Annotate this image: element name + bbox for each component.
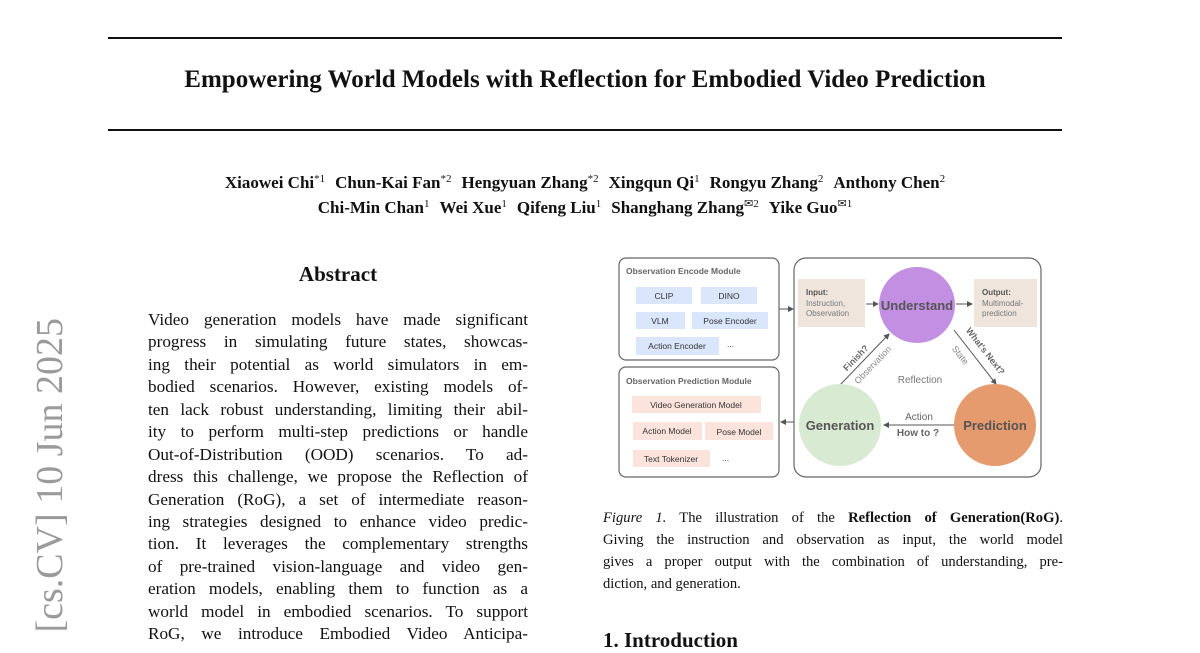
author-affiliation: *2 bbox=[587, 173, 599, 185]
abstract-line: dress this challenge, we propose the Ref… bbox=[148, 467, 528, 487]
abstract-line: eration models, enabling them to functio… bbox=[148, 579, 528, 599]
input-line1: Instruction, bbox=[806, 299, 845, 308]
author-name: Chun-Kai Fan bbox=[335, 173, 441, 192]
generation-node bbox=[799, 384, 881, 466]
abstract-line: progress in simulating future states, sh… bbox=[148, 332, 528, 352]
abstract-line: of pre-trained vision-language and video… bbox=[148, 556, 528, 576]
abstract-line: world model in embodied scenarios. To su… bbox=[148, 601, 528, 621]
pose-model: Pose Model bbox=[717, 427, 762, 437]
caption-text: The illustration of the bbox=[679, 510, 835, 526]
author-affiliation: 1 bbox=[694, 173, 700, 185]
abstract-line: ten lack robust understanding, limiting … bbox=[148, 399, 528, 419]
author-affiliation: 2 bbox=[817, 173, 824, 185]
input-label: Input: bbox=[806, 288, 828, 297]
author-name: Hengyuan Zhang bbox=[461, 173, 588, 192]
prediction-node bbox=[954, 384, 1036, 466]
output-line1: Multimodal- bbox=[982, 299, 1024, 308]
predictor-more: ... bbox=[722, 453, 729, 463]
caption-line: diction, and generation. bbox=[603, 576, 741, 592]
prediction-module-title: Observation Prediction Module bbox=[626, 376, 752, 386]
author-name: Wei Xue bbox=[439, 198, 502, 217]
author-name: Chi-Min Chan bbox=[317, 198, 425, 217]
author-name: Qifeng Liu bbox=[516, 198, 596, 217]
arxiv-stamp: [cs.CV] 10 Jun 2025 bbox=[29, 318, 71, 633]
author-affiliation: ✉2 bbox=[744, 198, 759, 210]
observation-encode-module: Observation Encode Module CLIP DINO VLM … bbox=[618, 257, 780, 361]
abstract-line: bodied scenarios. However, existing mode… bbox=[148, 377, 528, 397]
understand-label: Understand bbox=[881, 298, 953, 313]
video-generation-model: Video Generation Model bbox=[650, 400, 742, 410]
encoder-pose: Pose Encoder bbox=[703, 316, 757, 326]
generation-label: Generation bbox=[806, 418, 875, 433]
author-affiliation: 1 bbox=[595, 198, 602, 210]
encode-module-title: Observation Encode Module bbox=[626, 266, 741, 276]
author: Chun-Kai Fan*2 bbox=[335, 173, 451, 192]
abstract-line: Generation (RoG), a set of intermediate … bbox=[148, 489, 528, 509]
author-name: Xiaowei Chi bbox=[224, 173, 315, 192]
author: Qifeng Liu1 bbox=[517, 198, 601, 217]
figure-1: Observation Encode Module CLIP DINO VLM … bbox=[615, 255, 1075, 485]
author: Anthony Chen2 bbox=[833, 173, 945, 192]
action-model: Action Model bbox=[642, 426, 691, 436]
author: Chi-Min Chan1 bbox=[318, 198, 430, 217]
abstract-line: ity to perform multi-step predictions or… bbox=[148, 422, 528, 442]
top-rule bbox=[108, 37, 1062, 39]
author: Hengyuan Zhang*2 bbox=[461, 173, 598, 192]
author-affiliation: 1 bbox=[501, 198, 507, 210]
abstract-body: Video generation models have made signif… bbox=[148, 309, 528, 646]
reflection-label: Reflection bbox=[898, 375, 942, 386]
encoder-more: ... bbox=[727, 339, 734, 349]
encoder-action: Action Encoder bbox=[648, 341, 706, 351]
abstract-line: tion. It leverages the complementary str… bbox=[148, 534, 528, 554]
encoder-clip: CLIP bbox=[655, 291, 674, 301]
abstract-line: Out-of-Distribution (OOD) scenarios. To … bbox=[148, 444, 528, 464]
action-label: Action bbox=[905, 412, 933, 423]
prediction-label: Prediction bbox=[963, 418, 1027, 433]
abstract-line: ing their potential as world simulators … bbox=[148, 354, 528, 374]
author-name: Xingqun Qi bbox=[608, 173, 695, 192]
author-affiliation: 1 bbox=[424, 198, 430, 210]
encoder-vlm: VLM bbox=[651, 316, 668, 326]
abstract-line: RoG, we introduce Embodied Video Anticip… bbox=[148, 624, 528, 644]
abstract-line: Video generation models have made signif… bbox=[148, 310, 528, 329]
caption-label: Figure 1. bbox=[603, 510, 667, 526]
author-affiliation: ✉1 bbox=[837, 198, 853, 210]
caption-line: Giving the instruction and observation a… bbox=[603, 532, 1063, 548]
section-heading-introduction: 1. Introduction bbox=[603, 628, 738, 652]
author: Wei Xue1 bbox=[440, 198, 507, 217]
author: Xiaowei Chi*1 bbox=[225, 173, 325, 192]
author-affiliation: *1 bbox=[314, 173, 326, 185]
author-affiliation: 2 bbox=[939, 173, 946, 185]
text-tokenizer: Text Tokenizer bbox=[644, 454, 698, 464]
caption-line: gives a proper output with the combinati… bbox=[603, 554, 1063, 570]
figure-caption: Figure 1. The illustration of the Reflec… bbox=[603, 507, 1063, 595]
encoder-dino: DINO bbox=[718, 291, 740, 301]
how-to-label: How to ? bbox=[897, 428, 939, 439]
understand-node bbox=[879, 267, 955, 343]
reflection-loop-panel: Input: Instruction, Observation Output: … bbox=[793, 257, 1042, 478]
input-line2: Observation bbox=[806, 309, 849, 318]
abstract-line: ing strategies designed to enhance video… bbox=[148, 511, 528, 531]
author-affiliation: *2 bbox=[440, 173, 452, 185]
abstract-heading: Abstract bbox=[298, 262, 378, 286]
caption-bold: Reflection of Generation(RoG) bbox=[848, 510, 1060, 526]
author: Shanghang Zhang✉2 bbox=[611, 198, 759, 217]
paper-title: Empowering World Models with Reflection … bbox=[184, 66, 986, 93]
author: Xingqun Qi1 bbox=[609, 173, 700, 192]
author-name: Rongyu Zhang bbox=[709, 173, 818, 192]
author: Rongyu Zhang2 bbox=[710, 173, 824, 192]
caption-period: . bbox=[1059, 510, 1063, 526]
author: Yike Guo✉1 bbox=[769, 198, 853, 217]
title-bottom-rule bbox=[108, 129, 1062, 131]
author-name: Anthony Chen bbox=[833, 173, 940, 192]
author-name: Yike Guo bbox=[768, 198, 838, 217]
output-label: Output: bbox=[982, 288, 1011, 297]
author-name: Shanghang Zhang bbox=[611, 198, 745, 217]
output-line2: prediction bbox=[982, 309, 1017, 318]
observation-prediction-module: Observation Prediction Module Video Gene… bbox=[618, 366, 780, 478]
